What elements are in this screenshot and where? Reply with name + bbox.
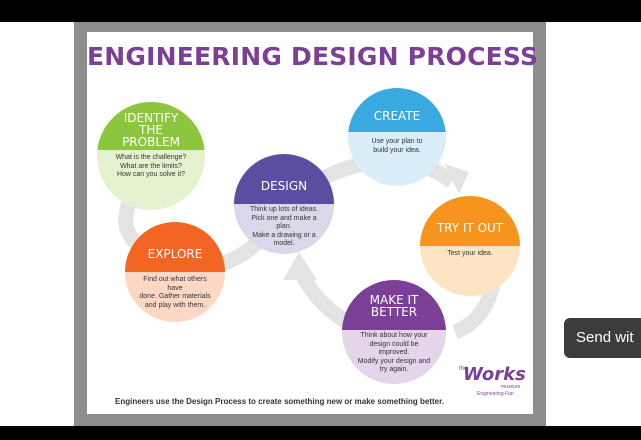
step-try-header: TRY IT OUT (420, 196, 520, 246)
step-make-it-better: MAKE IT BETTER Think about how your desi… (342, 280, 446, 384)
step-better-title: MAKE IT BETTER (369, 293, 419, 319)
step-create-header: CREATE (348, 88, 446, 132)
logo-museum: museum (501, 384, 521, 390)
bottom-black-bar (0, 426, 641, 440)
poster-title: ENGINEERING DESIGN PROCESS (87, 42, 539, 71)
step-try-body: Test your idea. (420, 246, 520, 296)
step-create: CREATE Use your plan to build your idea. (348, 88, 446, 186)
step-create-body: Use your plan to build your idea. (348, 132, 446, 186)
step-identify-line-1: What is the challenge? (115, 154, 187, 161)
top-black-bar (0, 0, 641, 22)
step-identify-header: IDENTIFY THE PROBLEM (97, 102, 205, 150)
step-explore: EXPLORE Find out what others have done. … (125, 222, 225, 322)
step-create-line-2: build your idea. (373, 146, 421, 154)
step-design-line-2: Pick one and make a plan. (251, 214, 317, 231)
logo-works: Works (463, 364, 526, 385)
step-better-line-3: Modify your design and (357, 357, 431, 365)
logo-tagline: Engineering Fun (477, 391, 514, 397)
step-design-line-4: model. (273, 240, 295, 247)
step-identify-line-3: How can you solve it? (116, 171, 186, 178)
send-button[interactable]: Send wit (564, 318, 641, 358)
step-identify-title: IDENTIFY THE PROBLEM (122, 111, 180, 149)
step-design-line-3: Make a drawing or a (252, 231, 316, 239)
step-explore-line-3: and play with them. (144, 301, 206, 309)
works-museum-logo: the Works museum Engineering Fun (457, 364, 527, 400)
step-design-header: DESIGN (234, 154, 334, 204)
step-better-header: MAKE IT BETTER (342, 280, 446, 330)
step-try-line-1: Test your idea. (447, 250, 493, 257)
logo-the: the (459, 366, 468, 372)
send-button-label: Send wit (576, 329, 634, 346)
step-explore-title: EXPLORE (147, 247, 203, 261)
step-design: DESIGN Think up lots of ideas. Pick one … (234, 154, 334, 254)
step-try-it-out: TRY IT OUT Test your idea. (420, 196, 520, 296)
step-try-title: TRY IT OUT (436, 221, 504, 235)
step-better-line-1: Think about how your (360, 332, 428, 339)
step-better-body: Think about how your design could be imp… (342, 330, 446, 384)
step-design-title: DESIGN (260, 179, 308, 193)
step-identify-the-problem: IDENTIFY THE PROBLEM What is the challen… (97, 102, 205, 210)
step-identify-line-2: What are the limits? (120, 162, 182, 170)
step-create-line-1: Use your plan to (371, 138, 423, 145)
step-identify-body: What is the challenge? What are the limi… (97, 150, 205, 210)
poster-caption: Engineers use the Design Process to crea… (115, 397, 444, 406)
step-explore-header: EXPLORE (125, 222, 225, 272)
step-better-line-2: design could be improved. (369, 340, 419, 357)
step-design-line-1: Think up lots of ideas. (249, 206, 319, 213)
poster: ENGINEERING DESIGN PROCESS IDENTIFY THE … (87, 32, 539, 414)
step-create-title: CREATE (373, 109, 421, 123)
step-explore-line-2: done. Gather materials (139, 293, 211, 300)
step-explore-body: Find out what others have done. Gather m… (125, 272, 225, 322)
step-explore-line-1: Find out what others have (143, 276, 207, 292)
step-design-body: Think up lots of ideas. Pick one and mak… (234, 204, 334, 254)
step-better-line-4: try again. (379, 366, 409, 373)
